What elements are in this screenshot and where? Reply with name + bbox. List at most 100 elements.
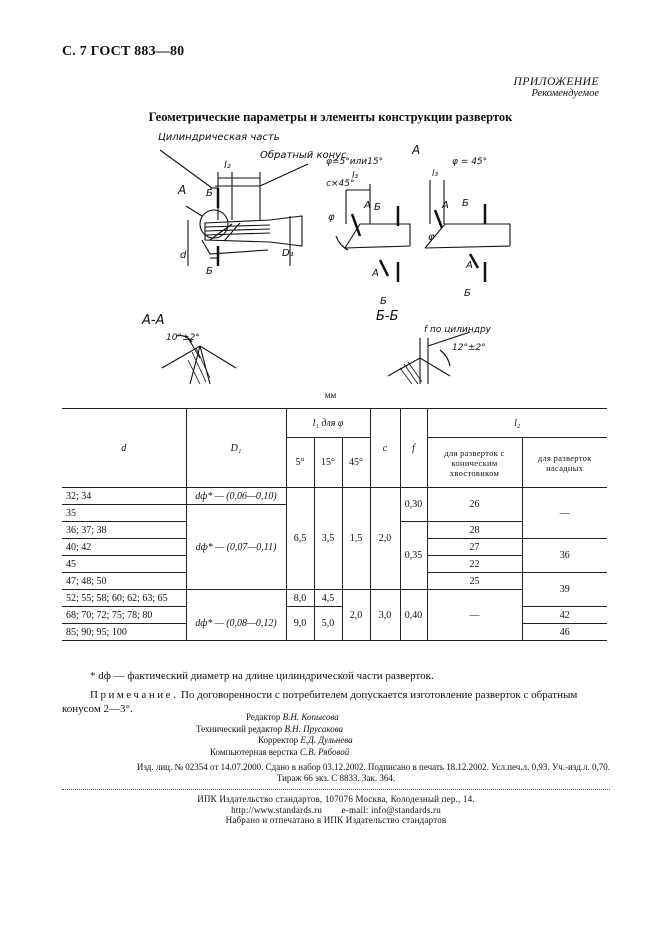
section-mark-a: [433, 209, 444, 229]
col-header-c: c: [369, 408, 401, 488]
table-cell-f: 0,30: [399, 487, 428, 522]
staff-line: Компьютерная верстка С.В. Рябовой: [210, 747, 661, 759]
imprint-line: Тираж 66 экз. С 8833. Зак. 364.: [276, 773, 396, 783]
table-cell-l1-15: 4,5: [313, 589, 343, 607]
col-header-l2-conical: для разверток с коническим хвостовиком: [426, 437, 523, 488]
table-cell-l2-mounted: 42: [521, 606, 607, 624]
staff-role: Редактор: [246, 712, 281, 722]
label-b: Б: [206, 188, 213, 199]
table-cell-l2-conical: 27: [426, 538, 523, 556]
appendix-title: ПРИЛОЖЕНИЕ: [513, 76, 599, 88]
label-a: А: [441, 200, 449, 211]
table-cell-d1-empty: [185, 589, 287, 607]
label-angle-10: 10°±2°: [166, 333, 200, 343]
staff-name: В.Н. Копысова: [282, 712, 339, 722]
col-header-l2-mounted: для разверток насадных: [521, 437, 607, 488]
col-header-phi5: 5°: [285, 437, 315, 488]
label-d1: D₁: [282, 248, 294, 259]
label-a: А: [371, 268, 379, 279]
units-label: мм: [324, 390, 337, 400]
publisher-line: ИПК Издательство стандартов, 107076 Моск…: [197, 794, 475, 804]
table-cell-c: 2,0: [369, 487, 401, 590]
divider: [62, 789, 610, 790]
label-a-top: А: [411, 143, 420, 157]
label-b: Б: [206, 266, 213, 277]
label-l2: l₂: [224, 160, 231, 171]
publisher-block: ИПК Издательство стандартов, 107076 Моск…: [62, 794, 610, 826]
staff-role: Компьютерная верстка: [210, 746, 298, 757]
reamer-drawing-svg: Цилиндрическая часть Обратный конус l₂ Б…: [141, 132, 511, 385]
publisher-line: Набрано и отпечатано в ИПК Издательство …: [225, 815, 447, 825]
section-mark-a: [378, 259, 390, 277]
table-cell-l2-conical: 25: [426, 572, 523, 590]
section-aa-tooth: [189, 345, 211, 385]
tool-edge-45: [424, 223, 511, 249]
angle-arc: [175, 335, 193, 343]
table-cell-l1-5: 6,5: [285, 487, 315, 590]
staff-role: Технический редактор: [196, 723, 283, 734]
label-b: Б: [380, 296, 387, 307]
table-cell-l2-conical: 28: [426, 521, 523, 539]
angle-arc: [335, 235, 349, 251]
label-l3-45: l₃: [432, 169, 439, 179]
table-cell-f: 0,35: [399, 521, 428, 590]
section-bb-title: Б-Б: [376, 309, 399, 324]
leader-line: [259, 163, 309, 187]
hatch: [187, 347, 211, 385]
table-cell-f: 0,40: [399, 589, 428, 641]
table-cell-d: 36; 37; 38: [62, 521, 187, 539]
table-cell-l1-5: 9,0: [285, 606, 315, 641]
publisher-line: http://www.standards.ru e-mail: info@sta…: [231, 804, 441, 815]
appendix-status: Рекомендуемое: [531, 88, 599, 99]
staff-line: Корректор Е.Д. Дульнева: [258, 735, 661, 747]
table-cell-l1-45: 1,5: [341, 487, 371, 590]
table-cell-l1-15: 3,5: [313, 487, 343, 590]
table-cell-l2-conical: 26: [426, 487, 523, 522]
tool-base-45: [424, 245, 511, 249]
staff-name: С.В. Рябовой: [299, 746, 350, 757]
table-cell-l2-conical: 22: [426, 555, 523, 573]
section-mark-a: [350, 213, 362, 237]
label-phi-45: φ = 45°: [452, 157, 487, 167]
spec-table: d D₁ l₁ для φ c f l₂ 5° 15° 45° для разв…: [62, 407, 607, 641]
table-cell-d: 47; 48; 50: [62, 572, 187, 590]
label-b: Б: [374, 202, 381, 213]
label-phi-main: φ=5°или15°: [326, 157, 383, 167]
tool-base: [344, 245, 411, 249]
table-cell-l2-mounted: —: [521, 487, 607, 539]
label-b: Б: [462, 198, 469, 209]
staff-credits: Редактор В.Н. Копысова Технический редак…: [0, 712, 661, 758]
hatch: [399, 361, 423, 385]
staff-name: Е.Д. Дульнева: [300, 735, 353, 745]
leader-line: [159, 149, 213, 189]
label-f-cyl: f по цилиндру: [424, 325, 492, 335]
reamer-body: [204, 215, 303, 247]
section-mark-a: [468, 253, 480, 269]
table-cell-d: 40; 42: [62, 538, 187, 556]
label-d: d: [180, 250, 187, 261]
label-a: А: [177, 183, 186, 197]
detail-circle-a: [199, 209, 229, 239]
imprint-block: Изд. лиц. № 02354 от 14.07.2000. Сдано в…: [62, 762, 610, 784]
table-cell-d: 68; 70; 72; 75; 78; 80: [62, 606, 187, 624]
label-l3: l₃: [352, 171, 359, 181]
table-cell-l1-15: 5,0: [313, 606, 343, 641]
figure-title: Геометрические параметры и элементы конс…: [148, 110, 513, 124]
label-phi: φ: [328, 212, 335, 223]
table-cell-l2-mounted: 46: [521, 623, 607, 641]
table-cell-d: 35: [62, 504, 187, 522]
table-cell-l1-45: 2,0: [341, 589, 371, 641]
section-bb-outline: [387, 357, 451, 377]
angle-line: [187, 337, 201, 359]
table-cell-l1-5: 8,0: [285, 589, 315, 607]
table-cell-l2-mounted: 36: [521, 538, 607, 573]
f-leader: [427, 331, 471, 347]
col-header-l1: l₁ для φ: [285, 407, 371, 439]
note-paragraph: Примечание. По договоренности с потребит…: [62, 688, 610, 716]
table-cell-d1: dф* — (0,08—0,12): [185, 606, 287, 641]
page-reference: С. 7 ГОСТ 883—80: [62, 44, 185, 59]
appendix-block: ПРИЛОЖЕНИЕ Рекомендуемое: [514, 76, 599, 100]
table-cell-d: 52; 55; 58; 60; 62; 63; 65: [62, 589, 187, 607]
label-angle-12: 12°±2°: [452, 343, 486, 353]
col-header-f: f: [399, 408, 428, 488]
